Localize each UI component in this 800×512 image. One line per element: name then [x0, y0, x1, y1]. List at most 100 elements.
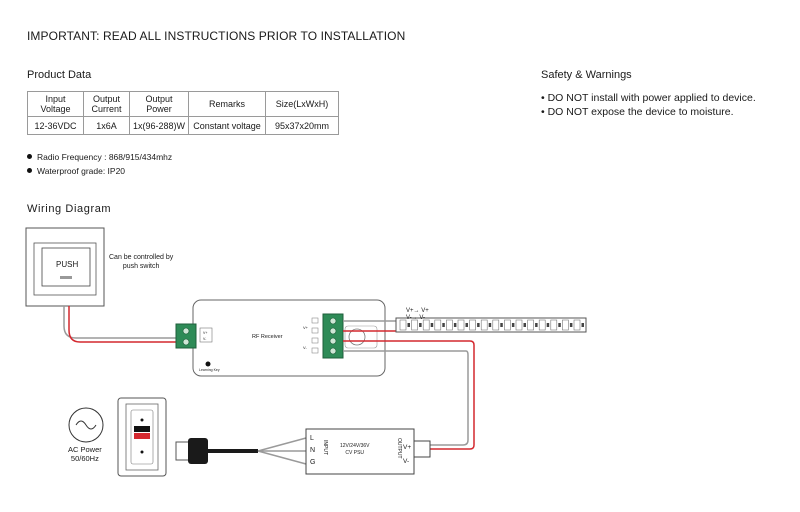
psu-input-terminals: L N G [310, 433, 315, 469]
psu-label-line: CV PSU [345, 450, 365, 456]
led-resistor [511, 323, 515, 327]
safety-heading: Safety & Warnings [541, 69, 632, 81]
psu-label-line: 12V/24V/36V [340, 443, 370, 449]
strip-label: V-→ V- [406, 315, 426, 321]
led-resistor [535, 323, 538, 327]
table-row: 12-36VDC 1x6A 1x(96-288)W Constant volta… [27, 116, 340, 135]
led-chip [492, 319, 500, 331]
wiring-diagram-heading: Wiring Diagram [27, 203, 112, 215]
ac-label-line: 50/60Hz [70, 454, 99, 463]
terminal-label: N [310, 447, 316, 454]
bullet-dot-icon [27, 168, 32, 173]
led-chip [538, 319, 546, 331]
bullet-text: Radio Frequency : 868/915/434mhz [37, 152, 173, 162]
power-plug [175, 437, 307, 465]
list-item: • DO NOT install with power applied to d… [541, 92, 756, 104]
terminal-label: G [310, 459, 316, 466]
led-resistor [581, 323, 584, 327]
table-cell: 95x37x20mm [265, 116, 340, 135]
strip-label: V+→ V+ [406, 308, 429, 314]
receiver-in-terminal-vminus: V- [203, 337, 207, 341]
gray-wire [63, 306, 176, 339]
push-label: PUSH [56, 260, 79, 269]
gray-wire [343, 350, 469, 446]
red-wire [343, 340, 475, 450]
receiver-in-terminal-vplus: V+ [203, 331, 208, 335]
table-cell: Constant voltage [188, 116, 267, 135]
column-header-remarks: Remarks [188, 91, 267, 117]
receiver-out-terminal-vplus: V+ [303, 325, 309, 330]
rf-receiver [175, 299, 386, 377]
ac-label-line: AC Power [68, 445, 102, 454]
led-resistor [488, 323, 492, 327]
note-line: Can be controlled by [109, 254, 174, 261]
led-resistor [442, 323, 445, 327]
led-chip [411, 319, 418, 331]
led-chip [422, 319, 430, 331]
led-strip [395, 317, 587, 333]
wall-outlet [117, 397, 167, 477]
led-resistor [500, 323, 503, 327]
product-data-heading: Product Data [27, 69, 92, 81]
list-item: • DO NOT expose the device to moisture. [541, 106, 734, 118]
psu-output-label: OUTPUT [396, 438, 402, 459]
rf-receiver-label: RF Receiver [252, 334, 283, 340]
led-resistor [569, 323, 573, 327]
led-chip [504, 319, 511, 331]
led-resistor [558, 323, 561, 327]
header-line: Power [146, 104, 172, 114]
receiver-out-terminal-vminus: V- [303, 345, 307, 350]
led-chip [515, 319, 523, 331]
led-chip [434, 319, 442, 331]
led-chip [573, 319, 581, 331]
bullet-radio-frequency: Radio Frequency : 868/915/434mhz [27, 152, 172, 162]
bullet-waterproof: Waterproof grade: IP20 [27, 166, 125, 176]
led-chip [480, 319, 488, 331]
led-chip [457, 319, 465, 331]
ac-power-symbol [68, 407, 104, 443]
header-line: Voltage [40, 104, 71, 114]
bullet-text: Waterproof grade: IP20 [37, 166, 126, 176]
strip-polarity-labels: V+→ V+ V-→ V- [406, 308, 429, 322]
psu-output-terminals: V+ V- [403, 441, 411, 469]
led-chip [399, 319, 407, 331]
push-switch [25, 227, 105, 307]
learning-key-label: Learning Key [199, 368, 220, 372]
header-line: Output [145, 94, 173, 104]
led-resistor [465, 323, 468, 327]
note-line: push switch [122, 263, 160, 270]
bullet-dot-icon [27, 154, 32, 159]
table-cell: 1x(96-288)W [128, 116, 190, 135]
led-resistor [407, 323, 410, 327]
led-chip [527, 319, 534, 331]
terminal-label: V- [403, 458, 410, 465]
red-wire [68, 306, 176, 343]
psu-input-label: INPUT [322, 440, 328, 455]
warning-text: DO NOT install with power applied to dev… [547, 92, 756, 104]
led-chip [550, 319, 558, 331]
terminal-label: L [310, 435, 314, 442]
psu-label: 12V/24V/36V CV PSU [340, 443, 369, 457]
led-chip [446, 319, 453, 331]
led-resistor [453, 323, 457, 327]
page-title: IMPORTANT: READ ALL INSTRUCTIONS PRIOR T… [27, 29, 406, 43]
led-resistor [546, 323, 550, 327]
ac-power-label: AC Power 50/60Hz [68, 445, 102, 463]
column-header-size: Size(LxWxH) [265, 91, 340, 117]
push-switch-note: Can be controlled by push switch [109, 253, 173, 271]
header-line: Output [92, 94, 121, 104]
led-resistor [419, 323, 422, 327]
warning-text: DO NOT expose the device to moisture. [547, 106, 734, 118]
led-resistor [477, 323, 480, 327]
led-resistor [430, 323, 434, 327]
led-chip [562, 319, 569, 331]
led-resistor [523, 323, 526, 327]
header-line: Current [91, 104, 122, 114]
terminal-label: V+ [403, 444, 412, 451]
